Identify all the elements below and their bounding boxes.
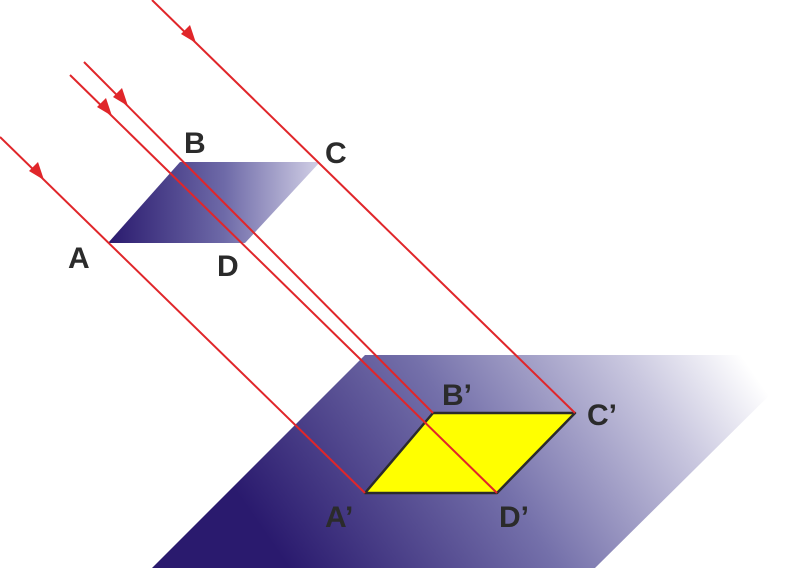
- arrowhead-ray-b: [113, 88, 128, 106]
- arrowhead-ray-d: [97, 98, 112, 116]
- original-parallelogram: [108, 162, 320, 243]
- label-a: A: [68, 242, 90, 275]
- arrowhead-ray-a: [29, 162, 44, 180]
- projection-rays: [0, 0, 576, 494]
- ray-through-d: [69, 74, 498, 494]
- label-d-prime: D’: [499, 501, 529, 534]
- label-d: D: [217, 250, 239, 283]
- label-c: C: [325, 137, 347, 170]
- ray-through-a: [0, 136, 366, 494]
- label-b: B: [184, 127, 206, 160]
- ray-arrowheads: [29, 25, 196, 180]
- label-c-prime: C’: [587, 399, 617, 432]
- arrowhead-ray-c: [181, 25, 196, 43]
- ray-through-b: [83, 61, 434, 414]
- ray-through-c: [151, 0, 576, 414]
- label-a-prime: A’: [325, 501, 353, 534]
- label-b-prime: B’: [442, 379, 472, 412]
